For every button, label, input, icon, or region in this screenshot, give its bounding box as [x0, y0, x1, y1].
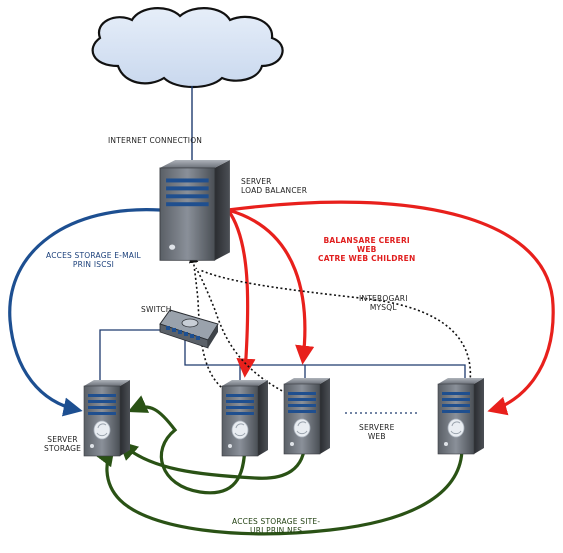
- iscsi-storage-label: ACCES STORAGE E-MAIL PRIN ISCSI: [46, 251, 141, 269]
- mysql-queries-label: INTEROGARI MYSQL: [359, 294, 408, 312]
- balancing-line-3: CATRE WEB CHILDREN: [318, 254, 416, 263]
- mysql-queries-line-1: INTEROGARI: [359, 294, 408, 303]
- iscsi-storage-line-2: PRIN ISCSI: [72, 260, 114, 269]
- switch-label: SWITCH: [141, 305, 172, 314]
- red-balancing-links: [226, 200, 555, 416]
- nfs-storage-line-1: ACCES STORAGE SITE-: [232, 517, 321, 526]
- web-servers-line-1: SERVERE: [359, 423, 395, 432]
- server-storage-line-2: STORAGE: [44, 444, 82, 453]
- iscsi-storage-line-1: ACCES STORAGE E-MAIL: [46, 251, 141, 260]
- web-server-1-icon: [221, 379, 269, 457]
- balancing-label: BALANSARE CERERI WEB CATRE WEB CHILDREN: [318, 236, 415, 263]
- blue-iscsi-link: [8, 208, 161, 417]
- switch-network-lines: [99, 329, 466, 392]
- switch-icon: [159, 309, 219, 349]
- server-load-balancer-line-2: LOAD BALANCER: [241, 186, 308, 195]
- server-load-balancer-line-1: SERVER: [241, 177, 272, 186]
- server-load-balancer-label: SERVER LOAD BALANCER: [241, 177, 307, 195]
- web-servers-label: SERVERE WEB: [359, 423, 395, 441]
- nfs-storage-label: ACCES STORAGE SITE- URI PRIN NFS: [232, 517, 320, 535]
- server-storage-label: SERVER STORAGE: [44, 435, 81, 453]
- balancing-line-1: BALANSARE CERERI: [323, 236, 410, 245]
- web-server-2-icon: [283, 377, 331, 455]
- internet-connection-label: INTERNET CONNECTION: [108, 136, 203, 145]
- load-balancer-server-icon: [159, 159, 231, 262]
- server-storage-line-1: SERVER: [47, 435, 78, 444]
- dotted-mysql-links: [188, 253, 472, 396]
- balancing-line-2: WEB: [356, 245, 377, 254]
- green-nfs-links: [95, 395, 464, 536]
- internet-cloud-icon: [91, 7, 284, 88]
- mysql-queries-line-2: MYSQL: [369, 303, 397, 312]
- web-servers-line-2: WEB: [367, 432, 386, 441]
- web-server-3-icon: [437, 377, 485, 455]
- storage-server-icon: [83, 379, 131, 457]
- nfs-storage-line-2: URI PRIN NFS: [250, 526, 303, 535]
